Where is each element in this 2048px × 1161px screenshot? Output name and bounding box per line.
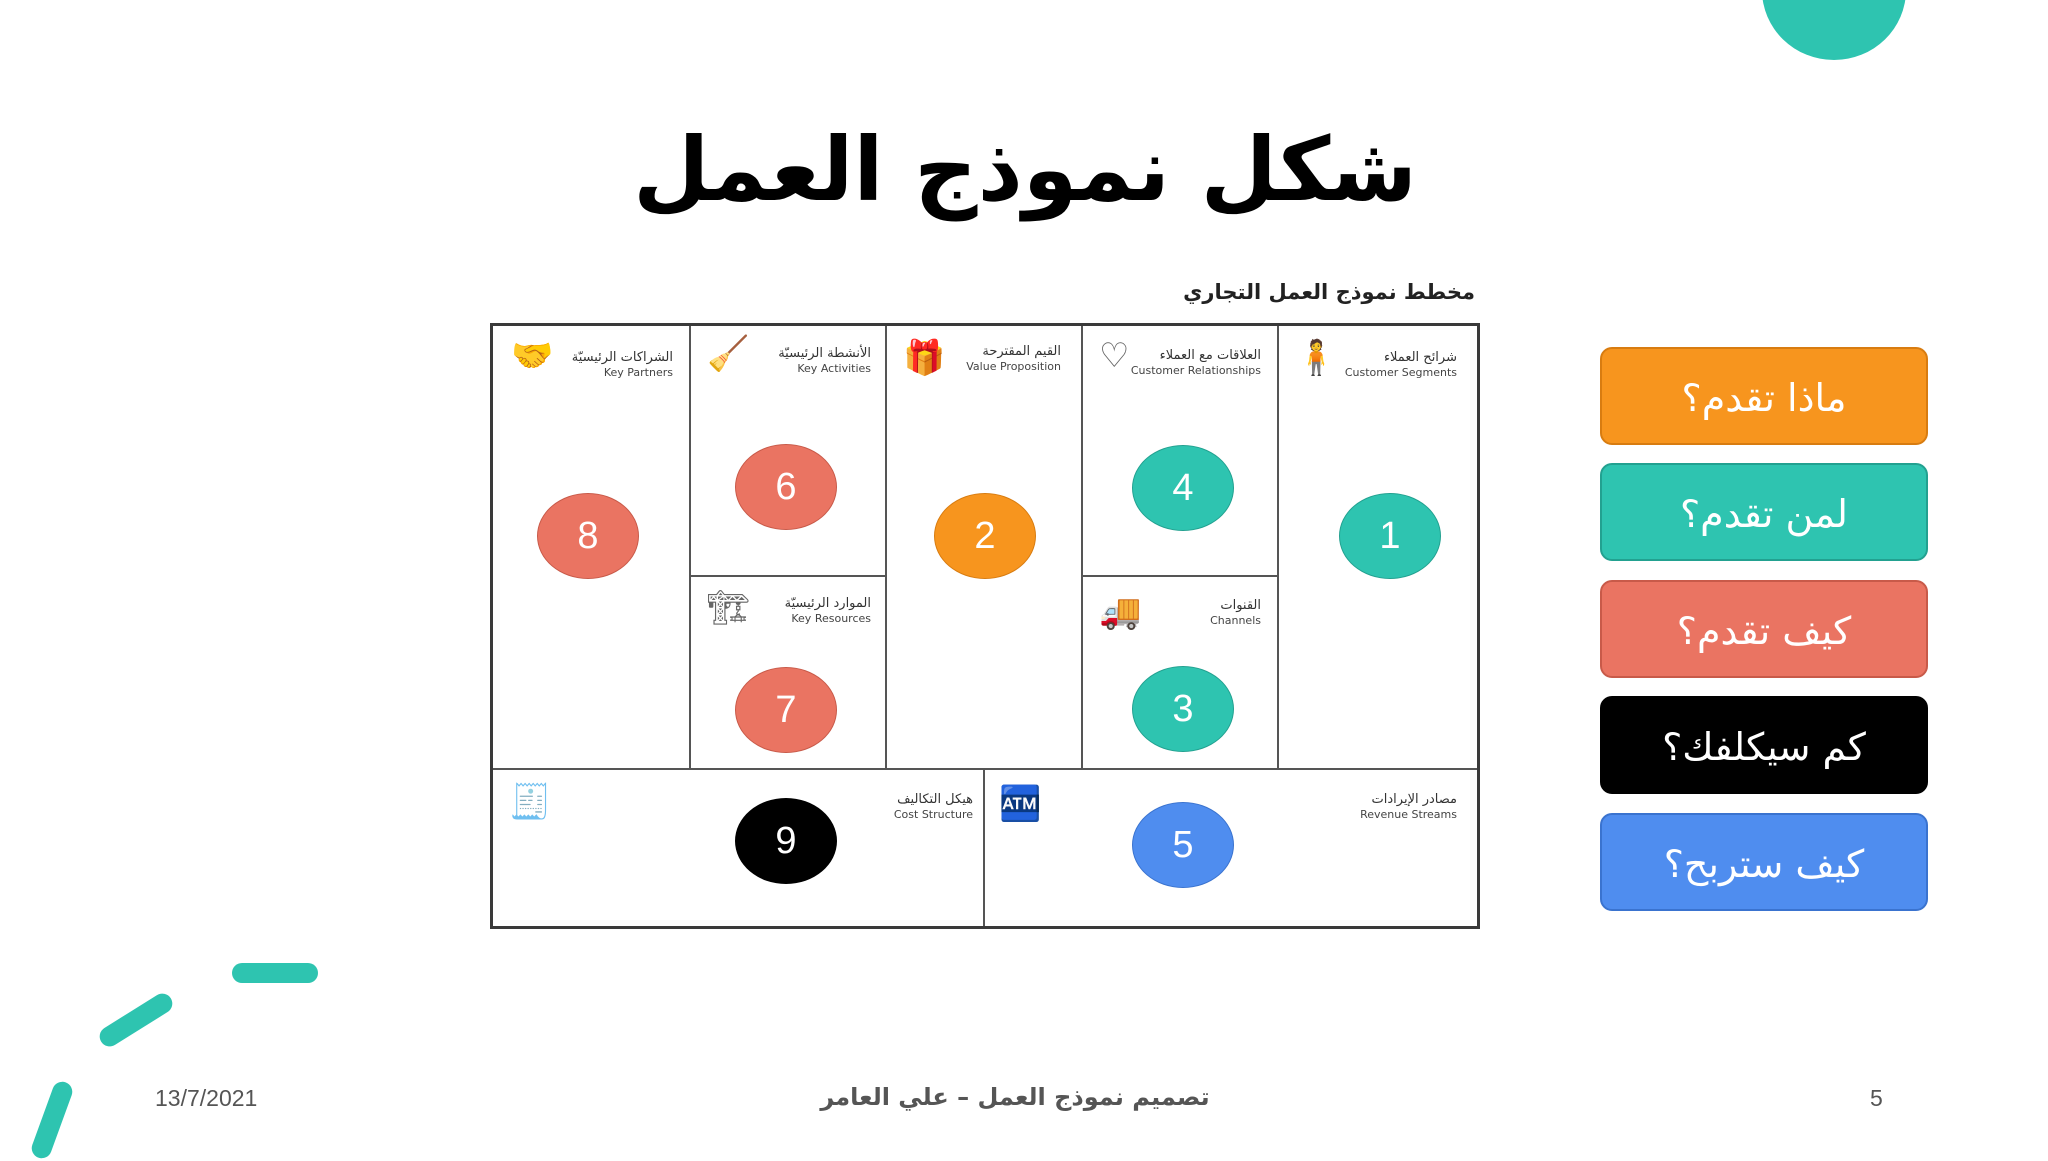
cell-customer-segments: شرائح العملاء Customer Segments <box>1307 350 1457 380</box>
grid-line <box>493 768 1477 770</box>
cell-label-en: Revenue Streams <box>1360 808 1457 821</box>
decorative-dash <box>232 963 318 983</box>
grid-line <box>983 768 985 926</box>
question-cost-button[interactable]: كم سيكلفك؟ <box>1600 696 1928 794</box>
cell-label-ar: هيكل التكاليف <box>897 792 973 807</box>
heart-icon: ♡ <box>1099 336 1130 376</box>
handshake-icon: 🤝 <box>511 336 554 376</box>
number-badge-5: 5 <box>1132 802 1234 888</box>
cell-label-en: Customer Relationships <box>1130 364 1261 377</box>
worker-icon: 🧹 <box>707 334 750 374</box>
footer-date: 13/7/2021 <box>155 1085 258 1111</box>
question-profit-button[interactable]: كيف ستربح؟ <box>1600 813 1928 911</box>
cell-label-en: Value Proposition <box>966 360 1061 373</box>
cell-value-proposition: القيم المقترحة Value Proposition <box>911 344 1061 374</box>
number-badge-9: 9 <box>735 798 837 884</box>
cell-label-en: Key Resources <box>791 612 871 625</box>
grid-line <box>1081 326 1083 768</box>
business-model-canvas: 🤝 الشراكات الرئيسيّة Key Partners 🧹 الأن… <box>490 323 1480 929</box>
resources-icon: 🏗 <box>707 588 751 628</box>
person-icon: 🧍 <box>1295 338 1338 378</box>
cell-customer-relationships: العلاقات مع العملاء Customer Relationshi… <box>1111 348 1261 378</box>
cell-label-ar: الموارد الرئيسيّة <box>784 596 871 611</box>
grid-line <box>1277 326 1279 768</box>
number-badge-4: 4 <box>1132 445 1234 531</box>
cell-label-ar: العلاقات مع العملاء <box>1159 348 1261 363</box>
cell-label-ar: الأنشطة الرئيسيّة <box>778 346 871 361</box>
truck-icon: 🚚 <box>1099 592 1142 632</box>
number-badge-7: 7 <box>735 667 837 753</box>
page-number: 5 <box>1870 1085 1883 1111</box>
cell-label-ar: شرائح العملاء <box>1383 350 1457 365</box>
cell-label-en: Customer Segments <box>1344 366 1457 379</box>
receipt-icon: 🧾 <box>509 782 552 822</box>
cell-cost-structure: هيكل التكاليف Cost Structure <box>823 792 973 822</box>
cash-register-icon: 🏧 <box>999 784 1042 824</box>
grid-line <box>885 326 887 768</box>
cell-label-ar: مصادر الإيرادات <box>1371 792 1457 807</box>
grid-line <box>1081 575 1277 577</box>
decorative-dash <box>28 1078 76 1161</box>
decorative-circle <box>1762 0 1906 60</box>
number-badge-3: 3 <box>1132 666 1234 752</box>
number-badge-6: 6 <box>735 444 837 530</box>
decorative-dash <box>95 989 177 1051</box>
number-badge-1: 1 <box>1339 493 1441 579</box>
cell-key-partners: الشراكات الرئيسيّة Key Partners <box>523 350 673 380</box>
cell-key-activities: الأنشطة الرئيسيّة Key Activities <box>721 346 871 376</box>
grid-line <box>689 326 691 768</box>
gift-icon: 🎁 <box>903 338 946 378</box>
cell-label-en: Key Partners <box>603 366 673 379</box>
cell-label-en: Cost Structure <box>893 808 973 821</box>
question-what-button[interactable]: ماذا تقدم؟ <box>1600 347 1928 445</box>
cell-label-en: Channels <box>1210 614 1261 627</box>
canvas-title: مخطط نموذج العمل التجاري <box>1183 280 1475 304</box>
question-how-button[interactable]: كيف تقدم؟ <box>1600 580 1928 678</box>
cell-label-ar: القنوات <box>1220 598 1261 613</box>
cell-revenue-streams: مصادر الإيرادات Revenue Streams <box>1307 792 1457 822</box>
cell-label-en: Key Activities <box>797 362 871 375</box>
cell-label-ar: القيم المقترحة <box>982 344 1061 359</box>
question-for-whom-button[interactable]: لمن تقدم؟ <box>1600 463 1928 561</box>
number-badge-8: 8 <box>537 493 639 579</box>
slide-title: شكل نموذج العمل <box>633 118 1417 221</box>
cell-channels: القنوات Channels <box>1111 598 1261 628</box>
grid-line <box>689 575 885 577</box>
number-badge-2: 2 <box>934 493 1036 579</box>
cell-label-ar: الشراكات الرئيسيّة <box>571 350 673 365</box>
footer-title: تصميم نموذج العمل – علي العامر <box>820 1083 1210 1111</box>
cell-key-resources: الموارد الرئيسيّة Key Resources <box>721 596 871 626</box>
